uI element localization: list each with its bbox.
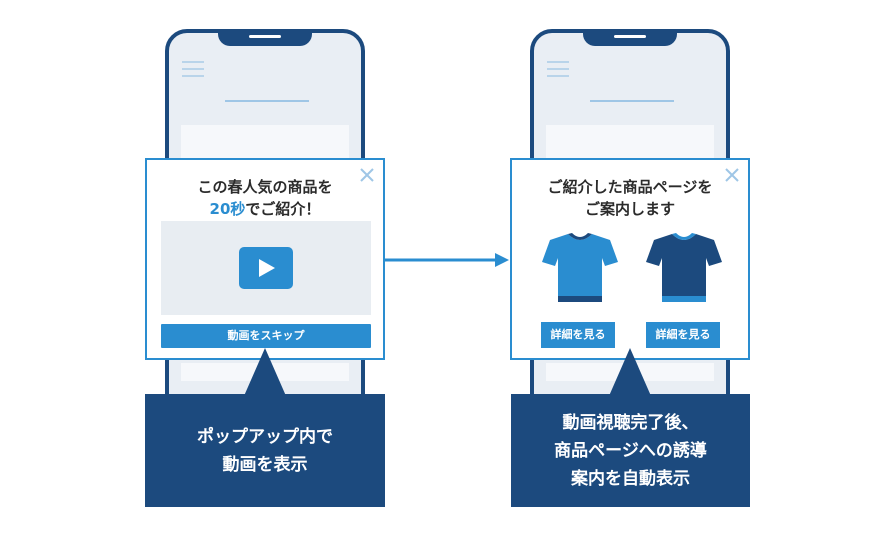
header-title-placeholder [590, 100, 674, 102]
callout-pointer [244, 348, 286, 396]
popup-title-line1: この春人気の商品を [197, 178, 333, 196]
callout-line: 案内を自動表示 [570, 468, 690, 489]
skip-video-button[interactable]: 動画をスキップ [161, 324, 371, 348]
hamburger-menu-icon[interactable] [547, 61, 569, 82]
phone-notch [218, 29, 312, 46]
callout-right: 動画視聴完了後、 商品ページへの誘導 案内を自動表示 [511, 394, 750, 507]
popup-title-line2-rest: でご紹介！ [245, 200, 321, 218]
tshirt-light-icon [542, 233, 618, 302]
callout-line: 動画を表示 [222, 454, 308, 475]
content-block [181, 125, 349, 161]
phone-notch [583, 29, 677, 46]
highlight-duration: 20秒 [209, 200, 246, 218]
hamburger-menu-icon[interactable] [182, 61, 204, 82]
content-block [546, 125, 714, 161]
header-title-placeholder [225, 100, 309, 102]
close-icon[interactable] [358, 166, 376, 184]
callout-line: 動画視聴完了後、 [562, 412, 699, 433]
close-icon[interactable] [723, 166, 741, 184]
play-icon [259, 259, 275, 277]
popup-title: ご紹介した商品ページを ご案内します [512, 176, 748, 220]
popup-title-line2: 20秒でご紹介！ [147, 198, 383, 220]
callout-pointer [609, 348, 651, 396]
detail-button-1[interactable]: 詳細を見る [541, 322, 615, 348]
tshirt-dark-icon [646, 233, 722, 302]
callout-left: ポップアップ内で 動画を表示 [145, 394, 385, 507]
popup-title-line1: ご紹介した商品ページを [547, 178, 713, 196]
callout-line: ポップアップ内で [197, 426, 333, 447]
popup-title: この春人気の商品を 20秒でご紹介！ [147, 176, 383, 220]
video-player[interactable] [161, 221, 371, 315]
video-popup: この春人気の商品を 20秒でご紹介！ 動画をスキップ [145, 158, 385, 360]
flow-arrow [385, 253, 509, 267]
detail-button-2[interactable]: 詳細を見る [646, 322, 720, 348]
product-popup: ご紹介した商品ページを ご案内します 詳細を見る 詳細を見る [510, 158, 750, 360]
play-button[interactable] [239, 247, 293, 289]
popup-title-line2: ご案内します [584, 200, 675, 218]
callout-line: 商品ページへの誘導 [554, 440, 707, 461]
